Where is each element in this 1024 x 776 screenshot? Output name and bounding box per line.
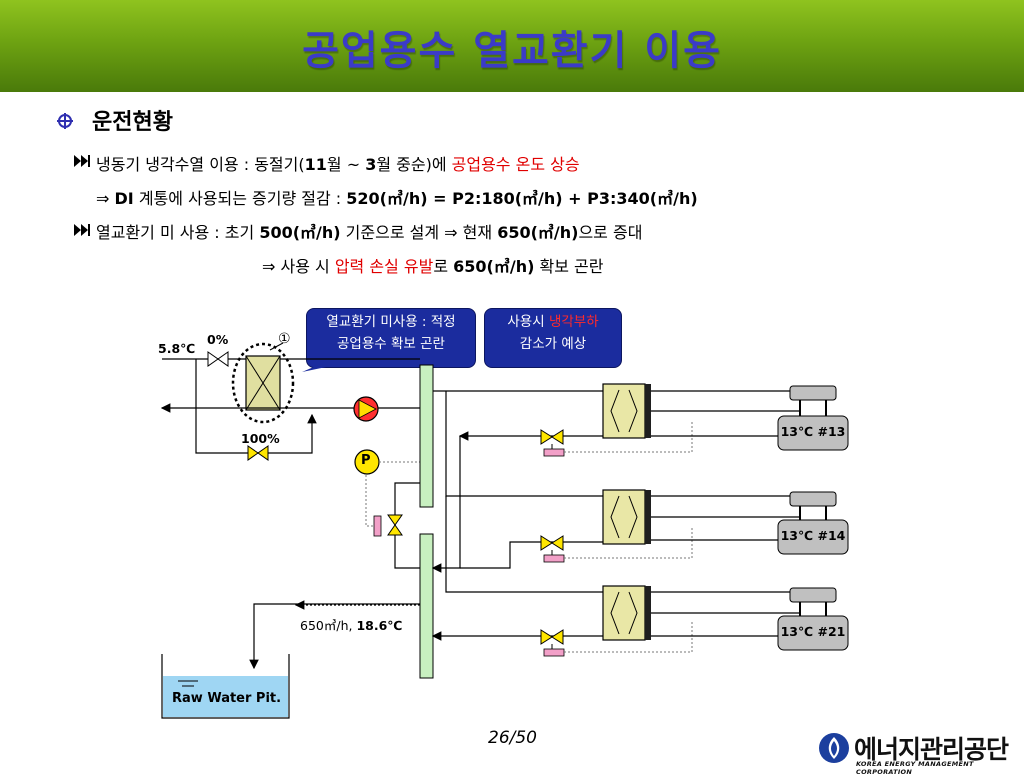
chiller-13 [777,385,849,451]
top-valve-pct-label: 0% [207,332,229,347]
valve-top [207,351,229,367]
heat-exchanger-1 [245,355,281,411]
callout-no-hx-line1: 열교환기 미사용 : 적정 [326,314,456,330]
control-signal-line [365,475,374,527]
control-valve [373,514,403,537]
section-heading: 운전현황 [92,110,173,135]
raw-water-pit [161,654,290,719]
signal-line-21 [564,622,693,653]
callout-use-hx-line2: 감소가 예상 [519,336,587,352]
chiller-14-label: 13℃ #14 [780,528,846,543]
callout-no-hx-line2: 공업용수 확보 곤란 [337,336,445,352]
valve-bypass [247,445,269,461]
text-line-4: ⇒ 사용 시 압력 손실 유발로 650(㎥/h) 확보 곤란 [262,257,604,276]
callout-no-hx: 열교환기 미사용 : 적정 공업용수 확보 곤란 [306,308,476,368]
text-line-3: 열교환기 미 사용 : 초기 500(㎥/h) 기준으로 설계 ⇒ 현재 650… [96,223,643,242]
chiller-14 [777,491,849,555]
title-banner: 공업용수 열교환기 이용 [0,0,1024,92]
valve-14 [540,535,565,563]
pressure-label: P [361,453,371,468]
logo-english-text: KOREA ENERGY MANAGEMENT CORPORATION [856,760,974,776]
callout-use-hx-line1: 사용시 냉각부하 [507,314,599,330]
raw-water-pit-label: Raw Water Pit. [172,691,282,706]
supply-header [419,364,434,508]
hx-marker-label: ① [278,331,291,347]
chiller-13-label: 13℃ #13 [780,424,846,439]
signal-line-14 [564,528,693,559]
page-title: 공업용수 열교환기 이용 [302,28,722,74]
return-header [419,533,434,679]
heat-exchanger-13 [602,383,651,439]
bypass-valve-pct-label: 100% [241,431,280,446]
kemco-logo: 에너지관리공단 KOREA ENERGY MANAGEMENT CORPORAT… [818,730,1018,776]
valve-13 [540,429,565,457]
valve-21 [540,629,565,657]
callout-use-hx: 사용시 냉각부하 감소가 예상 [484,308,622,368]
pump-icon [353,396,379,422]
inlet-temp-label: 5.8℃ [158,341,196,356]
page-number: 26/50 [488,728,537,748]
callout-pointer [302,360,360,372]
supply-branch-21 [445,496,790,593]
pit-drop-pipe [249,603,420,670]
hx-to-marker [269,342,284,351]
heat-exchanger-21 [602,585,651,641]
return-branch-14 [460,541,603,569]
return-flow-label: 650㎥/h, 18.6℃ [300,618,403,633]
heat-exchanger-14 [602,489,651,545]
header-bypass-pipe [394,482,420,569]
chiller-21 [777,587,849,651]
double-arrow-bullet-icon [74,224,90,236]
crosshair-bullet-icon [57,113,73,129]
logo-korean-text: 에너지관리공단 [854,735,1009,764]
chiller-21-label: 13℃ #21 [780,624,846,639]
kemco-emblem-icon [819,733,849,763]
text-line-1: 냉동기 냉각수열 이용 : 동절기(11월 ~ 3월 중순)에 공업용수 온도 … [96,155,580,174]
text-line-2: ⇒ DI 계통에 사용되는 증기량 절감 : 520(㎥/h) = P2:180… [96,189,698,208]
double-arrow-bullet-icon [74,155,90,167]
signal-line-13 [564,420,693,453]
hx-highlight-ring [231,342,295,424]
